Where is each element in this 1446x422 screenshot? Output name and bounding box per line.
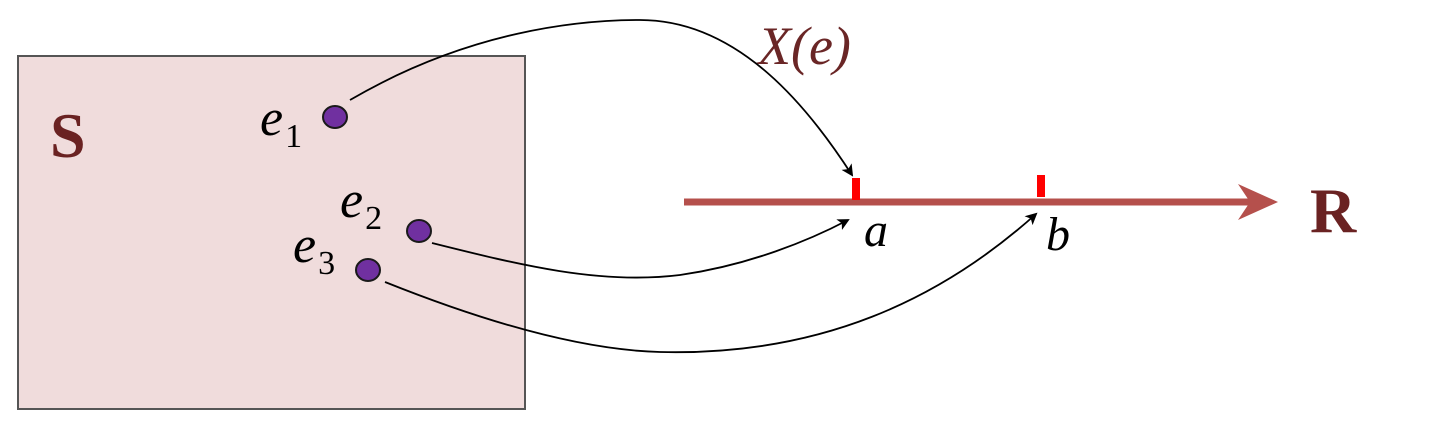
outcome-base: e — [293, 217, 316, 274]
mapping-arrow-e1 — [349, 19, 854, 177]
tick-a — [852, 178, 860, 200]
function-label: X(e) — [756, 16, 851, 76]
outcome-label-e2: e2 — [340, 172, 382, 237]
outcome-dot-e1 — [322, 105, 348, 129]
mapping-arrow-e3 — [384, 212, 1038, 354]
outcome-dot-e2 — [406, 219, 432, 243]
point-label-b: b — [1046, 208, 1070, 261]
real-line-label: R — [1310, 175, 1357, 246]
outcome-subscript: 1 — [285, 118, 302, 155]
point-label-a: a — [864, 204, 888, 257]
outcome-label-e3: e3 — [293, 217, 335, 282]
sample-space-label: S — [50, 100, 86, 171]
sample-space-box — [17, 55, 526, 410]
real-line-arrowhead — [1238, 184, 1278, 220]
outcome-dot-e3 — [355, 258, 381, 282]
mapping-arrow-e2 — [431, 219, 850, 279]
outcome-subscript: 2 — [365, 200, 382, 237]
outcome-subscript: 3 — [318, 245, 335, 282]
tick-b — [1037, 175, 1045, 197]
outcome-base: e — [340, 172, 363, 229]
outcome-label-e1: e1 — [260, 90, 302, 155]
outcome-base: e — [260, 90, 283, 147]
